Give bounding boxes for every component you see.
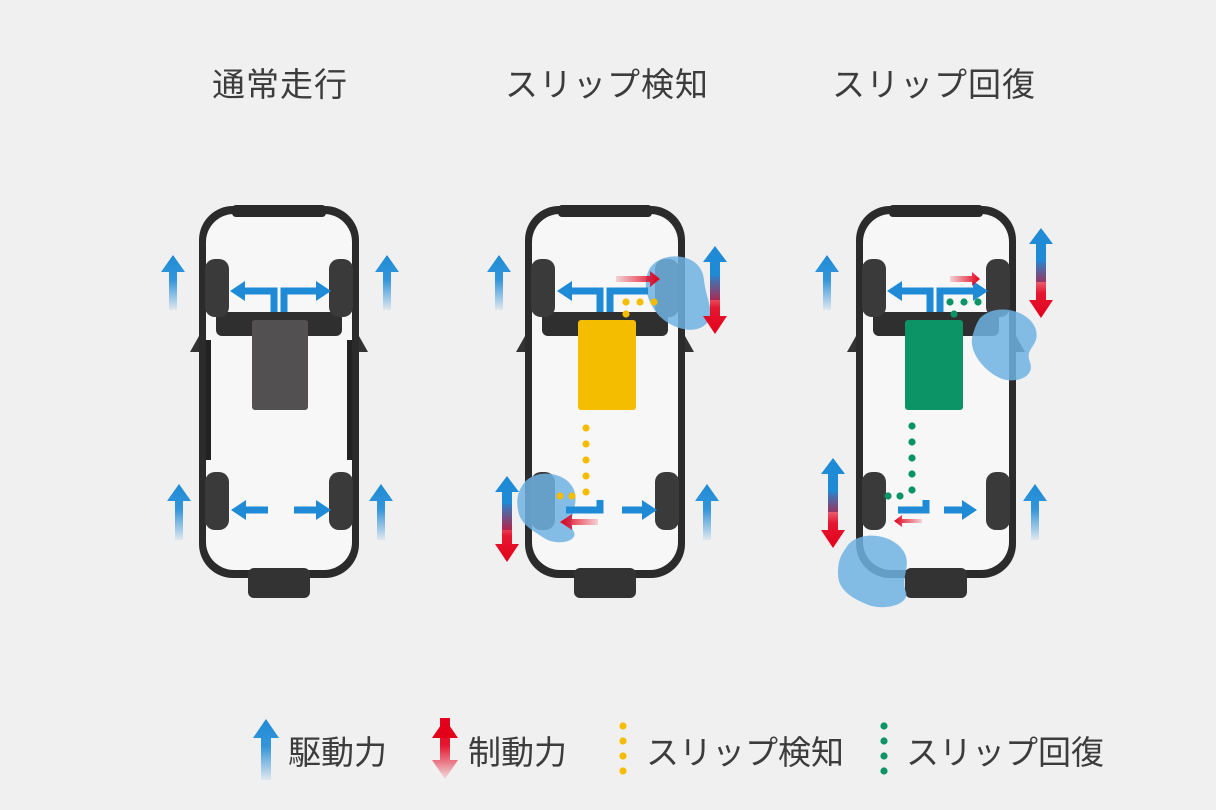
- arrowhead: [887, 281, 902, 301]
- legend-label-brake: 制動力: [468, 733, 567, 772]
- brake-arrow-small-rear: [894, 515, 922, 527]
- legend-brake-icon: [432, 718, 458, 779]
- slip-detect-dots: [556, 298, 658, 500]
- wheel-rear-left: [205, 472, 229, 530]
- wheel-front-left: [531, 259, 555, 317]
- wheel-rear-right: [655, 472, 679, 530]
- legend-label-drive: 駆動力: [288, 733, 387, 772]
- wheel-rear-right: [986, 472, 1010, 530]
- arrowhead: [316, 500, 331, 520]
- slip-patch-rear-left: [517, 473, 576, 543]
- vehicle-normal: [161, 205, 399, 598]
- wheel-rear-left: [862, 472, 886, 530]
- legend-slip-recover-dots-icon: [880, 722, 888, 775]
- brake-force-arrow-icon: [495, 246, 727, 562]
- arrowhead: [557, 281, 572, 301]
- vehicle-detect: [487, 205, 727, 598]
- wheel-front-right: [986, 259, 1010, 317]
- drive-force-front-axle: [566, 287, 648, 312]
- slip-patch-front-right-recovered: [971, 309, 1037, 381]
- wheel-rear-right: [329, 472, 353, 530]
- ecu-box-detect: [578, 320, 636, 410]
- legend-slip-detect-dots-icon: [619, 722, 627, 775]
- legend-label-slip-recover: スリップ回復: [906, 733, 1104, 772]
- brake-arrow-small-front: [950, 272, 980, 286]
- arrowhead: [962, 500, 977, 520]
- panel-title-normal: 通常走行: [212, 65, 348, 104]
- arrowhead: [316, 281, 331, 301]
- wheel-front-left: [205, 259, 229, 317]
- drive-force-arrow-icon: [161, 255, 399, 540]
- drive-force-front-axle: [896, 287, 978, 312]
- drive-force-front-axle: [238, 287, 320, 312]
- ecu-box-recover: [905, 320, 963, 410]
- arrowhead: [642, 500, 657, 520]
- arrowhead: [231, 500, 246, 520]
- panel-title-detect: スリップ検知: [505, 65, 709, 104]
- ecu-box-normal: [252, 320, 308, 410]
- slip-patch-front-right: [645, 256, 711, 330]
- brake-force-arrow-icon: [821, 228, 1053, 548]
- arrowhead: [973, 281, 988, 301]
- legend-drive-icon: [253, 719, 279, 780]
- legend-label-slip-detect: スリップ検知: [646, 733, 844, 772]
- arrowhead: [230, 281, 245, 301]
- vehicle-recover: [815, 205, 1053, 608]
- brake-arrow-small-front: [616, 271, 660, 287]
- panel-title-recover: スリップ回復: [832, 65, 1036, 104]
- wheel-front-left: [862, 259, 886, 317]
- brake-arrow-small-rear: [560, 514, 598, 530]
- slip-patch-rear-left-recovered: [838, 535, 907, 608]
- slip-recover-dots: [884, 298, 982, 500]
- drive-force-arrow-icon: [815, 255, 1047, 540]
- drive-force-arrow-icon: [487, 255, 719, 540]
- wheel-front-right: [329, 259, 353, 317]
